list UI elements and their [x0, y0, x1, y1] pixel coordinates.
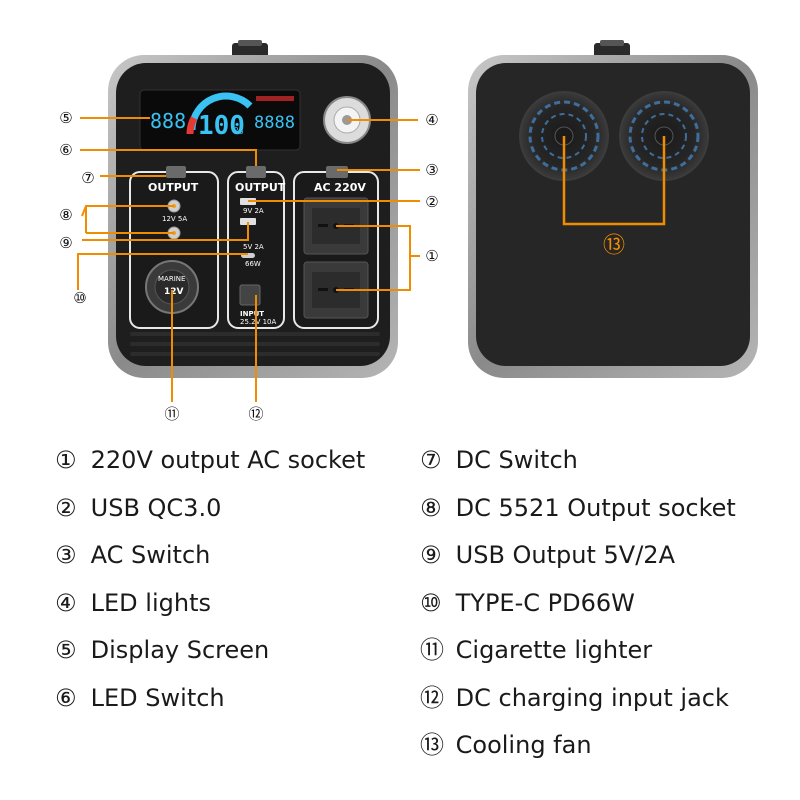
legend-item: ⑦ DC Switch	[420, 446, 578, 474]
ac-output-panel: AC 220V	[293, 166, 379, 329]
fan-callout-line	[562, 136, 666, 226]
svg-text:66W: 66W	[245, 260, 261, 268]
ac-switch	[326, 166, 348, 178]
svg-text:5V 2A: 5V 2A	[243, 243, 264, 251]
display-left-value: 888	[150, 109, 186, 133]
usb-port-2	[240, 218, 256, 225]
display-percent: 100	[198, 111, 245, 141]
front-view: 888 100 % 8888 OUTPUT 12V 5A	[108, 40, 398, 378]
product-diagram: 888 100 % 8888 OUTPUT 12V 5A	[59, 40, 758, 423]
legend-item: ⑪ Cigarette lighter	[420, 636, 653, 664]
legend-right: ⑦ DC Switch ⑧ DC 5521 Output socket ⑨ US…	[420, 442, 736, 775]
svg-text:MARINE: MARINE	[158, 275, 185, 283]
callout-2: ②	[425, 193, 438, 211]
callout-12: ⑫	[248, 405, 263, 423]
callout-9: ⑨	[59, 234, 72, 252]
svg-text:OUTPUT: OUTPUT	[235, 181, 286, 194]
callout-6: ⑥	[59, 141, 72, 159]
callout-7: ⑦	[81, 169, 94, 187]
legend-item: ⑫ DC charging input jack	[420, 683, 729, 712]
legend-left: ① 220V output AC socket ② USB QC3.0 ③ AC…	[55, 442, 365, 727]
callout-3: ③	[425, 161, 438, 179]
display-right-value: 8888	[254, 113, 295, 133]
legend-item: ⑤ Display Screen	[55, 636, 270, 664]
svg-text:%: %	[234, 126, 244, 137]
legend-item: ① 220V output AC socket	[55, 446, 366, 474]
legend-item: ⑩ TYPE-C PD66W	[420, 588, 635, 617]
legend-item: ⑧ DC 5521 Output socket	[420, 493, 736, 522]
callout-lines	[77, 117, 420, 402]
dc-switch	[166, 166, 186, 178]
svg-text:INPUT: INPUT	[240, 310, 264, 318]
display-screen: 888 100 % 8888	[139, 89, 301, 151]
callout-10: ⑩	[73, 289, 86, 307]
callout-8: ⑧	[59, 206, 72, 224]
svg-text:12V 5A: 12V 5A	[162, 215, 187, 223]
callout-13: ⑬	[603, 234, 625, 259]
callout-5: ⑤	[59, 109, 72, 127]
svg-text:9V 2A: 9V 2A	[243, 207, 264, 215]
legend-item: ② USB QC3.0	[55, 493, 222, 522]
svg-text:AC 220V: AC 220V	[314, 181, 366, 194]
legend-item: ⑬ Cooling fan	[420, 731, 592, 759]
led-switch	[246, 166, 266, 178]
callout-numbers: ⑤ ⑥ ⑦ ⑧ ⑨ ⑩ ⑪ ⑫ ④ ③ ② ①	[59, 109, 438, 423]
legend-item: ⑨ USB Output 5V/2A	[420, 541, 675, 569]
callout-1: ①	[425, 247, 438, 265]
dc-output-panel: OUTPUT 12V 5A MARINE 12V	[129, 166, 219, 329]
callout-4: ④	[425, 111, 438, 129]
legend-item: ③ AC Switch	[55, 541, 211, 569]
svg-text:12V: 12V	[164, 287, 184, 297]
legend-item: ④ LED lights	[55, 588, 211, 617]
callout-11: ⑪	[164, 405, 179, 423]
back-face	[476, 63, 750, 366]
svg-text:OUTPUT: OUTPUT	[148, 181, 199, 194]
legend-item: ⑥ LED Switch	[55, 683, 225, 712]
svg-text:25.2V 10A: 25.2V 10A	[240, 318, 277, 326]
back-view: ⑬	[468, 40, 758, 378]
